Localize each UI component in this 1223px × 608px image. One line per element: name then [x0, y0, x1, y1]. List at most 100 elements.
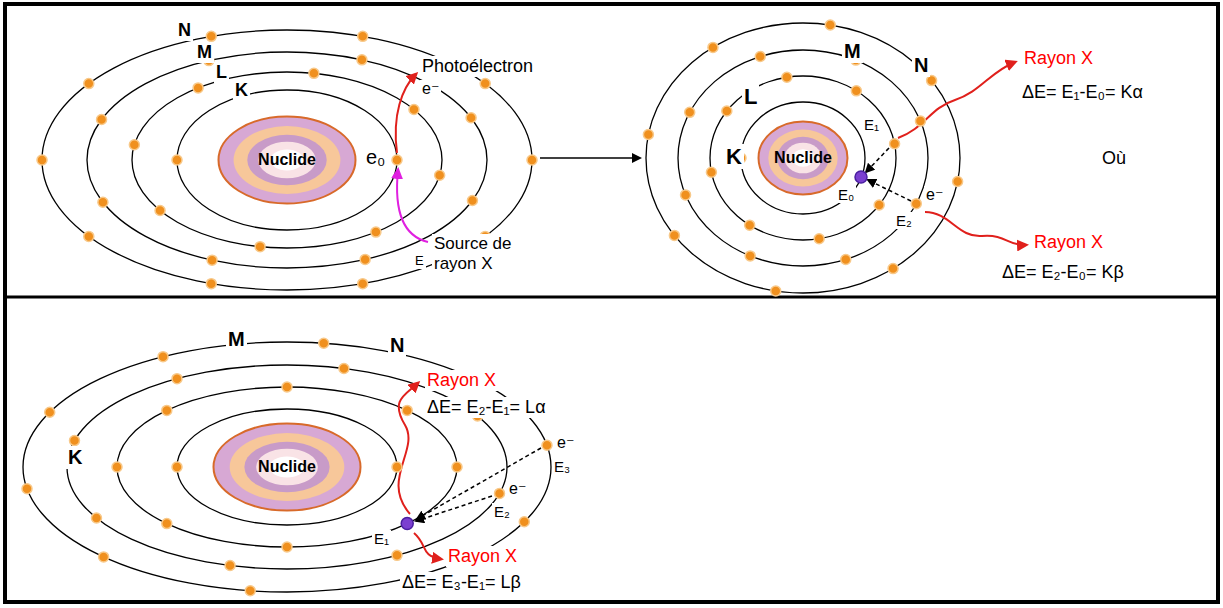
shell-ellipse — [678, 50, 928, 266]
nucleus-ring — [768, 130, 837, 187]
transition-dashed — [417, 448, 541, 519]
electron-dot — [339, 363, 349, 373]
electron-dot — [782, 72, 792, 82]
electron-dot — [206, 31, 216, 41]
shell-letter: M — [195, 42, 214, 63]
energy-label: E₁ — [372, 530, 391, 547]
electron-dot — [669, 230, 679, 240]
electron-dot — [927, 76, 937, 86]
electron-dot — [98, 197, 108, 207]
electron-dot — [452, 462, 462, 472]
shell-letter: N — [388, 334, 406, 357]
nuclide-circle: Nuclide — [212, 422, 362, 512]
shell-ellipse — [177, 90, 397, 230]
electron-label: e⁻ — [924, 186, 945, 204]
electron-dot — [358, 279, 368, 289]
energy-label: E₀ — [836, 186, 856, 203]
note-text: Où — [1100, 148, 1128, 169]
shell-ellipse — [23, 342, 551, 592]
electron-dot — [643, 130, 653, 140]
electron-dot — [357, 55, 367, 65]
electron-dot — [319, 338, 329, 348]
electron-label: e⁻ — [555, 434, 576, 452]
energy-equation: ΔE= E₁-E₀= Kα — [1020, 82, 1145, 103]
nucleus-ring — [759, 122, 848, 195]
electron-dot — [99, 552, 109, 562]
energy-equation: ΔE= E₂-E₁= Lα — [425, 397, 548, 418]
nucleus-ring — [219, 117, 356, 204]
electron-dot — [69, 436, 79, 446]
shell-letter: K — [724, 144, 744, 169]
energy-label: E₁ — [862, 116, 881, 133]
transition-dashed — [866, 148, 889, 172]
electron-dot — [745, 251, 755, 261]
electron-dot — [172, 155, 182, 165]
shell-ellipse — [741, 102, 865, 214]
shell-ellipse — [117, 387, 457, 547]
xray-wave — [925, 212, 1026, 245]
electron-dot — [309, 68, 319, 78]
nuclide-circle: Nuclide — [757, 120, 849, 196]
electron-label: e⁻ — [507, 480, 528, 498]
electron-dot — [158, 352, 168, 362]
electron-dot — [874, 200, 884, 210]
electron-dot — [97, 115, 107, 125]
electron-dot — [706, 167, 716, 177]
energy-equation: ΔE= E₃-E₁= Lβ — [400, 572, 523, 593]
electron-dot — [851, 86, 861, 96]
nuclide-label: Nuclide — [258, 151, 316, 169]
nucleus-ring — [234, 126, 341, 194]
electron-dot — [685, 107, 695, 117]
electron-dot — [207, 255, 217, 265]
electron-dot — [814, 234, 824, 244]
electron-dot — [402, 405, 412, 415]
electron-dot — [755, 52, 765, 62]
shell-letter: N — [176, 20, 193, 41]
shell-letter: K — [66, 446, 84, 469]
electron-dot — [155, 205, 165, 215]
particle-label: Photoélectron — [420, 56, 535, 77]
energy-label: E₃ — [552, 458, 572, 475]
energy-label: E₂ — [492, 503, 512, 520]
electron-dot — [722, 106, 732, 116]
electron-dot — [45, 407, 55, 417]
shell-letter: M — [226, 328, 247, 351]
electron-dot — [392, 550, 402, 560]
electron-dot — [91, 513, 101, 523]
electron-dot — [162, 405, 172, 415]
energy-label: E — [413, 254, 426, 269]
source-arrow — [397, 170, 428, 242]
electron-dot — [172, 374, 182, 384]
xray-wave — [399, 383, 418, 514]
electron-dot — [890, 139, 900, 149]
shell-letter: M — [842, 40, 863, 63]
nucleus-ring — [244, 442, 329, 492]
shell-letter: N — [912, 54, 930, 77]
electron-dot — [435, 170, 445, 180]
electron-dot — [162, 519, 172, 529]
electron-dot — [841, 254, 851, 264]
electron-dot — [708, 42, 718, 52]
electron-dot — [888, 264, 898, 274]
electron-dot — [495, 488, 505, 498]
electron-dot — [225, 561, 235, 571]
electron-dot — [745, 220, 755, 230]
vacancy-dot — [401, 518, 413, 530]
shell-letter: K — [233, 80, 250, 101]
electron-dot — [193, 83, 203, 93]
electron-dot — [255, 242, 265, 252]
shell-ellipse — [67, 365, 507, 569]
electron-dot — [480, 79, 490, 89]
xray-label: Rayon X — [425, 370, 498, 391]
electrons — [22, 20, 963, 596]
electron-dot — [129, 140, 139, 150]
electron-dot — [771, 286, 781, 296]
electron-dot — [392, 462, 402, 472]
electron-dot — [371, 227, 381, 237]
electron-dot — [825, 20, 835, 30]
nuclide-label: Nuclide — [258, 458, 316, 476]
shells — [23, 23, 960, 592]
electron-dot — [22, 484, 32, 494]
electron-dot — [915, 116, 925, 126]
